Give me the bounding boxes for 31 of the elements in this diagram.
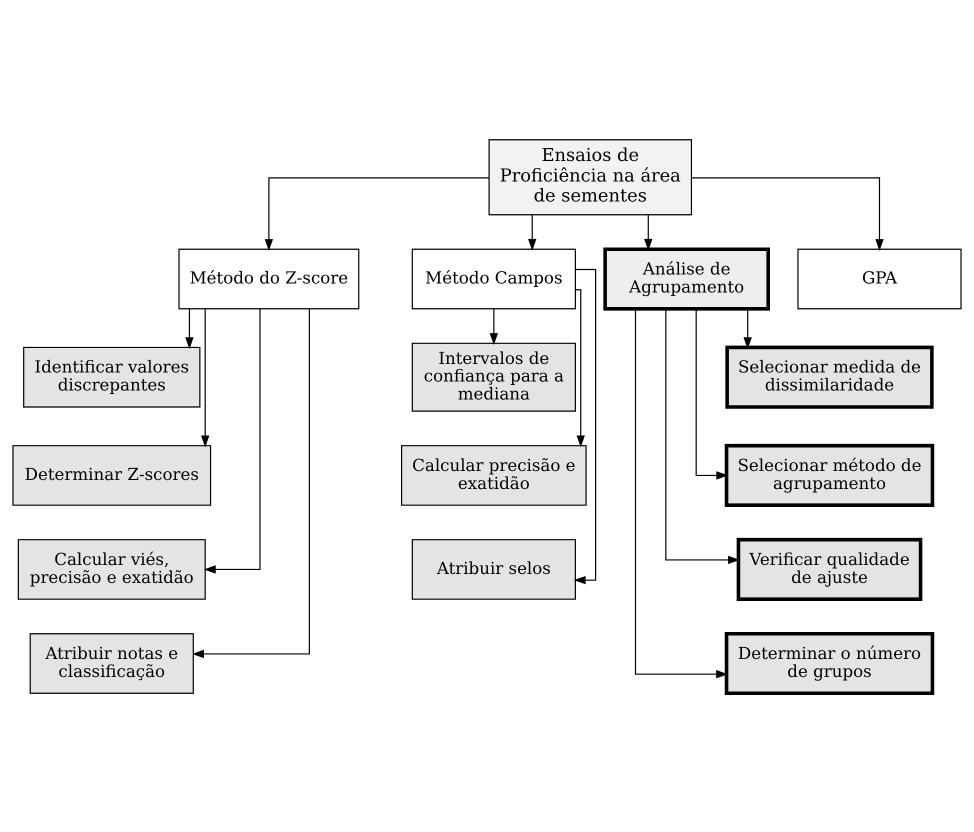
node-box: Determinar o número de grupos	[724, 631, 934, 695]
arrow	[665, 308, 740, 564]
node-box: Verificar qualidade de ajuste	[736, 537, 922, 600]
arrow	[744, 308, 752, 349]
node-box: Análise de Agrupamento	[603, 246, 770, 310]
node-box: Determinar Z-scores	[12, 444, 212, 506]
node-box: Método Campos	[412, 248, 576, 309]
arrow	[576, 288, 585, 447]
arrow	[185, 308, 194, 349]
arrow	[634, 308, 728, 678]
node-box: Selecionar medida de dissimilaridade	[725, 345, 934, 408]
arrow	[201, 308, 210, 447]
node-box: GPA	[797, 248, 962, 309]
node-box: Atribuir selos	[412, 538, 576, 600]
node-box: Identificar valores discrepantes	[23, 346, 200, 408]
node-box: Método do Z-score	[178, 248, 360, 309]
arrow	[692, 176, 884, 251]
node-box: Calcular precisão e exatidão	[401, 444, 587, 506]
node-box: Selecionar método de agrupamento	[724, 443, 934, 506]
node-box: Calcular viés, precisão e exatidão	[18, 538, 206, 600]
arrow	[528, 214, 536, 250]
arrow	[574, 268, 596, 584]
node-box: Atribuir notas e classificação	[30, 632, 194, 694]
arrow	[696, 308, 728, 480]
node-box: Ensaios de Proficiência na área de sementes	[488, 138, 692, 215]
arrow	[192, 308, 310, 658]
arrow	[490, 308, 498, 345]
arrow	[644, 214, 652, 250]
arrow	[264, 176, 489, 251]
arrow	[204, 308, 261, 574]
node-box: Intervalos de confiança para a mediana	[412, 342, 576, 412]
